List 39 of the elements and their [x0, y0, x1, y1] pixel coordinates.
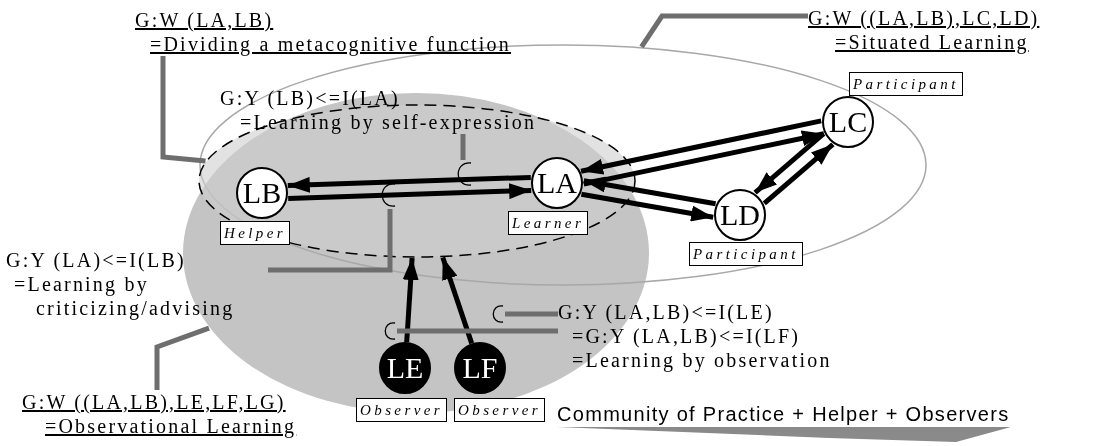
leader-line: [460, 134, 466, 160]
formula-text: G:W ((LA,LB),LC,LD): [808, 6, 1040, 30]
arrow: [580, 118, 822, 175]
role-tag: Observer: [454, 398, 546, 422]
arrow: [288, 183, 532, 202]
arrow: [287, 174, 531, 193]
definition-text: =Situated Learning: [835, 30, 1029, 54]
learner-circle: LC: [822, 96, 874, 148]
arrow: [753, 131, 826, 195]
leader-line: [154, 325, 210, 390]
role-tag: Observer: [356, 398, 448, 422]
role-tag: Participant: [849, 72, 963, 96]
arrow: [762, 142, 835, 206]
role-tag: Helper: [220, 221, 291, 245]
role-tag: Learner: [508, 211, 589, 235]
definition-text: =Dividing a metacognitive function: [150, 32, 511, 56]
role-tag: Participant: [689, 242, 803, 266]
formula-text: G:Y (LA)<=I(LB): [6, 248, 187, 272]
leader-line: [268, 209, 393, 273]
arrow: [583, 130, 825, 187]
definition-text: =G:Y (LA,LB)<=I(LF): [571, 324, 802, 348]
leader-line: [160, 56, 206, 164]
formula-text: G:Y (LB)<=I(LA): [220, 86, 401, 110]
learner-circle: LD: [714, 189, 766, 241]
leader-line: [505, 311, 558, 317]
leader-line: [397, 328, 558, 334]
arrow: [580, 191, 714, 222]
formula-text: G:W (LA,LB): [135, 8, 274, 32]
arrow: [440, 256, 475, 345]
definition-text: =Learning by observation: [571, 348, 832, 372]
definition-text: =Learning by self-expression: [239, 110, 537, 134]
arrow: [402, 257, 419, 343]
leader-line: [639, 13, 808, 49]
definition-text: =Observational Learning: [45, 414, 297, 438]
formula-text: G:W ((LA,LB),LE,LF,LG): [22, 390, 286, 414]
arrow: [583, 176, 717, 207]
banner-text: Community of Practice + Helper + Observers: [557, 403, 1010, 442]
formula-text: G:Y (LA,LB)<=I(LE): [558, 300, 775, 324]
definition-text: =Learning by criticizing/advising: [13, 272, 236, 320]
